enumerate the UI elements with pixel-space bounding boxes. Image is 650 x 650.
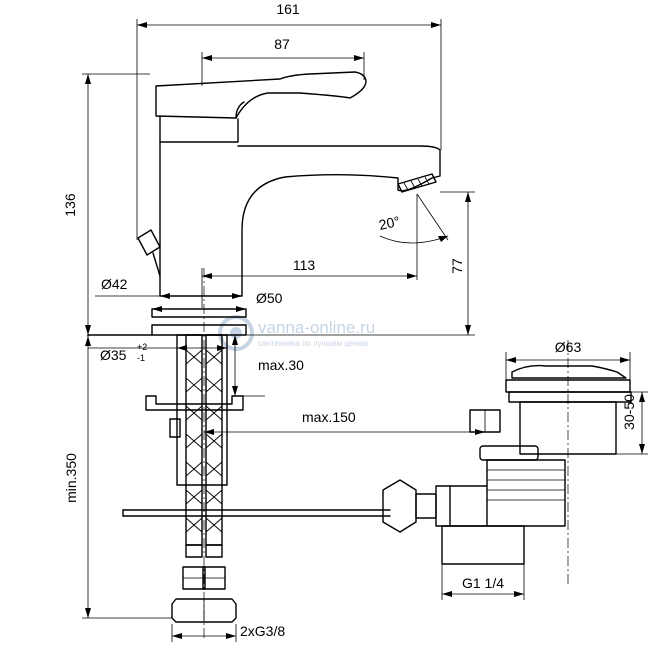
waste-fitting bbox=[382, 364, 632, 565]
waste-lower-body bbox=[486, 459, 566, 527]
label-lever-length: 87 bbox=[274, 36, 290, 52]
hose-braid bbox=[185, 349, 223, 533]
aerator bbox=[397, 173, 437, 193]
clevis-collar bbox=[435, 485, 451, 527]
label-hole-tol-minus: -1 bbox=[137, 353, 145, 363]
clevis-arm bbox=[415, 493, 437, 519]
lever-edge bbox=[235, 101, 245, 119]
cartridge-neck bbox=[159, 115, 239, 143]
dimension-labels: 161 87 136 113 77 20° Ø42 Ø50 Ø35 +2 -1 … bbox=[62, 1, 637, 639]
watermark-tagline: сантехника по лучшим ценам bbox=[258, 339, 368, 348]
label-hole: Ø35 +2 -1 bbox=[100, 342, 147, 363]
under-deck bbox=[122, 334, 391, 623]
clevis-link bbox=[449, 485, 488, 527]
lever-handle bbox=[155, 71, 367, 119]
centre-lines bbox=[203, 268, 569, 640]
label-outlet-height: 77 bbox=[449, 258, 465, 274]
label-spout-reach: 113 bbox=[293, 257, 316, 273]
label-waste-cap: Ø63 bbox=[555, 339, 582, 355]
label-waste-thread: G1 1/4 bbox=[462, 575, 504, 591]
waste-tail bbox=[441, 525, 525, 565]
spout bbox=[159, 141, 441, 297]
fitting-right-neck bbox=[205, 544, 223, 558]
label-rod-reach: max.150 bbox=[302, 409, 356, 425]
hose-right bbox=[205, 334, 223, 546]
label-total-height: 136 bbox=[62, 193, 78, 217]
label-base-diameter: Ø42 bbox=[101, 276, 128, 292]
fitting-left-neck bbox=[185, 544, 203, 558]
popup-rod-top bbox=[152, 252, 161, 277]
watermark-site: vanna-online.ru bbox=[258, 318, 375, 337]
dimension-lines bbox=[82, 19, 648, 642]
watermark: vanna-online.ru сантехника по лучшим цен… bbox=[218, 315, 375, 351]
fixing-nut bbox=[169, 418, 181, 438]
hose-left bbox=[185, 334, 203, 546]
label-waste-adjust: 30-50 bbox=[621, 394, 637, 430]
fixing-bracket bbox=[145, 395, 244, 411]
label-deck-thickness: max.30 bbox=[258, 357, 304, 373]
hose-end-nut bbox=[171, 598, 237, 623]
waste-nut bbox=[479, 445, 539, 461]
waste-ring bbox=[508, 391, 632, 403]
label-spout-angle: 20° bbox=[377, 213, 401, 233]
label-hole-tol-plus: +2 bbox=[137, 342, 147, 352]
waste-cap bbox=[511, 364, 627, 379]
label-below-deck: min.350 bbox=[63, 453, 79, 503]
rod-clevis bbox=[382, 479, 417, 533]
label-body-diameter: Ø50 bbox=[256, 290, 283, 306]
label-hose-thread: 2xG3/8 bbox=[240, 623, 285, 639]
label-overall-width: 161 bbox=[276, 1, 300, 17]
label-hole-diameter: Ø35 bbox=[100, 347, 127, 363]
popup-knob bbox=[137, 229, 161, 256]
